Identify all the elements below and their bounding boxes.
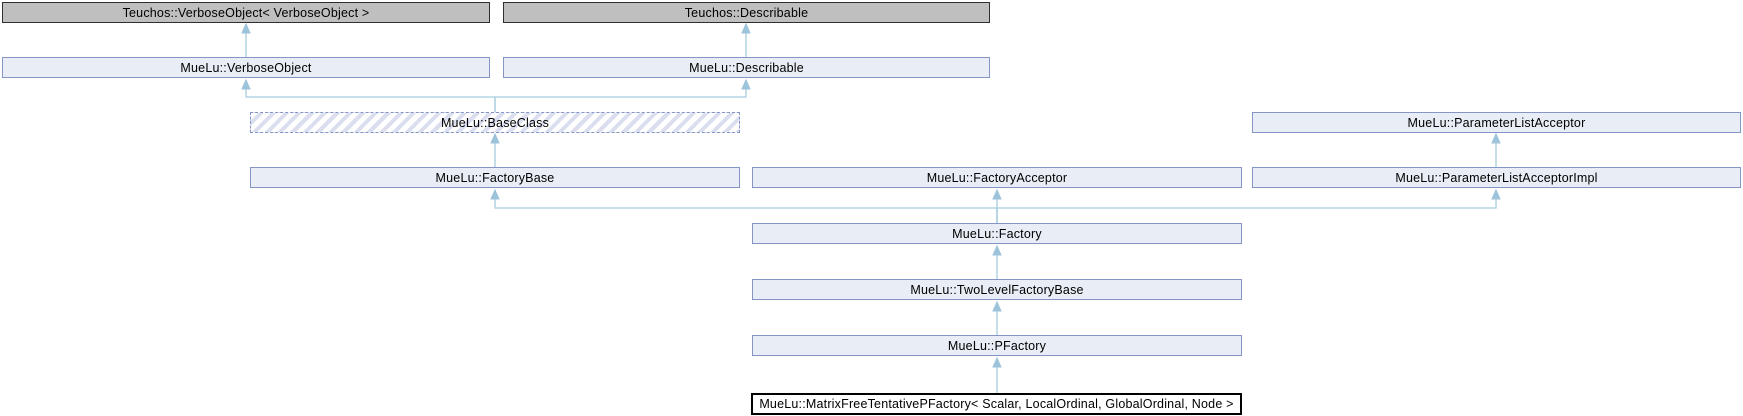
class-node-muelu-factory-base[interactable]: MueLu::FactoryBase — [250, 167, 740, 188]
arrowhead-muelu-factory-to-muelu-factory-base — [490, 188, 500, 200]
arrowhead-muelu-parameter-list-acceptor-impl-to-muelu-parameter-list-acceptor — [1491, 132, 1501, 144]
arrowhead-muelu-factory-base-to-muelu-base-class — [490, 132, 500, 144]
arrowhead-muelu-pfactory-to-muelu-two-level-factory-base — [992, 300, 1002, 312]
arrowhead-muelu-matrix-free-tentative-pfactory-to-muelu-pfactory — [992, 356, 1002, 368]
class-node-muelu-parameter-list-acceptor-impl[interactable]: MueLu::ParameterListAcceptorImpl — [1252, 167, 1741, 188]
class-node-muelu-base-class[interactable]: MueLu::BaseClass — [250, 112, 740, 133]
class-node-muelu-factory[interactable]: MueLu::Factory — [752, 223, 1242, 244]
arrowhead-muelu-factory-to-muelu-factory-acceptor — [992, 188, 1002, 200]
class-node-muelu-factory-acceptor[interactable]: MueLu::FactoryAcceptor — [752, 167, 1242, 188]
edge-muelu-base-class-to-muelu-describable — [494, 80, 747, 112]
arrowhead-muelu-verbose-object-to-teuchos-verbose-object — [241, 22, 251, 34]
class-node-muelu-describable[interactable]: MueLu::Describable — [503, 57, 990, 78]
class-node-teuchos-verbose-object[interactable]: Teuchos::VerboseObject< VerboseObject > — [2, 2, 490, 23]
arrowhead-muelu-factory-to-muelu-parameter-list-acceptor-impl — [1491, 188, 1501, 200]
arrowhead-muelu-base-class-to-muelu-verbose-object — [241, 78, 251, 90]
edge-muelu-factory-to-muelu-factory-base — [494, 190, 998, 223]
class-node-muelu-two-level-factory-base[interactable]: MueLu::TwoLevelFactoryBase — [752, 279, 1242, 300]
class-node-teuchos-describable[interactable]: Teuchos::Describable — [503, 2, 990, 23]
edge-muelu-base-class-to-muelu-verbose-object — [245, 80, 496, 112]
edge-muelu-factory-to-muelu-parameter-list-acceptor-impl — [996, 190, 1497, 223]
class-node-muelu-pfactory[interactable]: MueLu::PFactory — [752, 335, 1242, 356]
class-node-muelu-matrix-free-tentative-pfactory: MueLu::MatrixFreeTentativePFactory< Scal… — [751, 393, 1242, 415]
class-node-muelu-parameter-list-acceptor[interactable]: MueLu::ParameterListAcceptor — [1252, 112, 1741, 133]
arrowhead-muelu-two-level-factory-base-to-muelu-factory — [992, 244, 1002, 256]
arrowhead-muelu-base-class-to-muelu-describable — [741, 78, 751, 90]
arrowhead-muelu-describable-to-teuchos-describable — [741, 22, 751, 34]
class-node-muelu-verbose-object[interactable]: MueLu::VerboseObject — [2, 57, 490, 78]
